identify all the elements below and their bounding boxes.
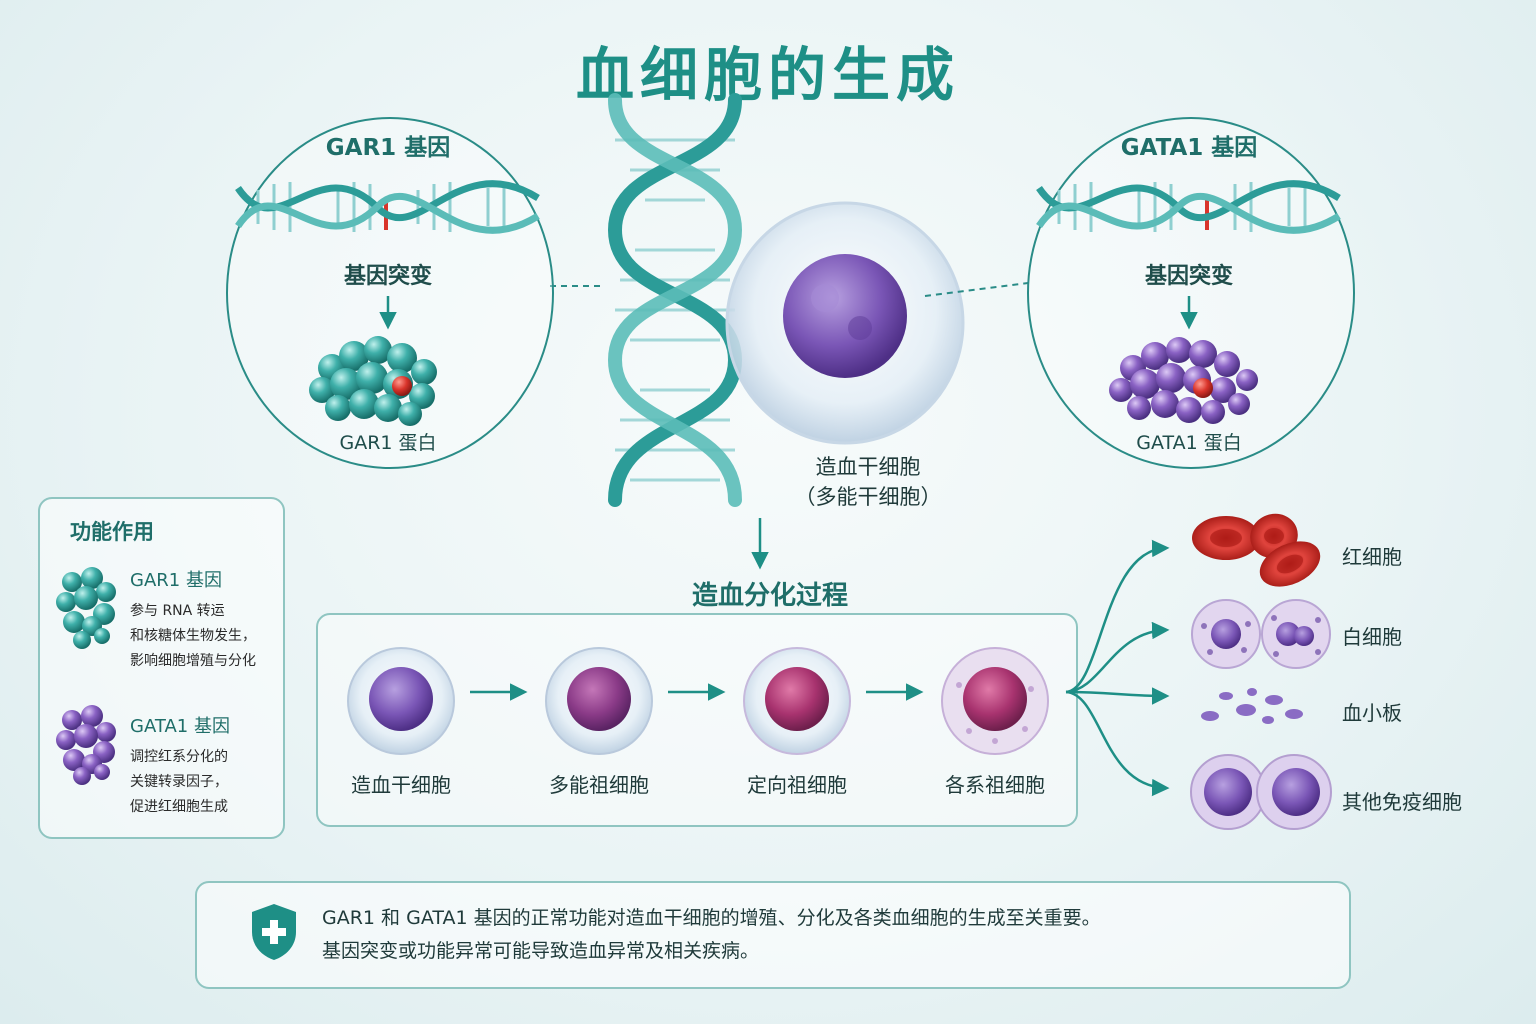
summary-note-text: GAR1 和 GATA1 基因的正常功能对造血干细胞的增殖、分化及各类血细胞的生…	[322, 902, 1332, 968]
gar1-protein-label: GAR1 蛋白	[339, 432, 437, 454]
shield-plus-icon	[252, 904, 296, 960]
stage-arrow-1	[470, 683, 528, 701]
legend-gar1-desc: 参与 RNA 转运 和核糖体生物发生， 影响细胞增殖与分化	[130, 599, 280, 674]
gene-connectors	[550, 282, 1029, 297]
stage-label-4: 各系祖细胞	[945, 773, 1045, 797]
wbc-label: 白细胞	[1342, 625, 1402, 649]
gar1-gene-title: GAR1 基因	[325, 135, 451, 161]
gata1-protein-icon	[1109, 337, 1258, 424]
legend-gata1-gene: GATA1 基因	[130, 716, 230, 737]
summary-note-line2: 基因突变或功能异常可能导致造血异常及相关疾病。	[322, 940, 760, 962]
stage-label-2: 多能祖细胞	[549, 773, 649, 797]
legend-gar1-gene: GAR1 基因	[130, 570, 222, 591]
legend-gata1-desc-line3: 促进红细胞生成	[130, 799, 228, 815]
legend-gata1-protein-icon	[56, 705, 116, 785]
gar1-protein-icon	[309, 336, 437, 426]
rbc-label: 红细胞	[1342, 545, 1402, 569]
stage-arrow-3	[866, 683, 924, 701]
legend-gar1-protein-icon	[56, 567, 116, 649]
page-title: 血细胞的生成	[575, 41, 960, 109]
gata1-dna-icon	[1036, 180, 1341, 234]
stage-label-3: 定向祖细胞	[747, 773, 847, 797]
legend-gata1-desc-line2: 关键转录因子，	[130, 774, 228, 790]
red-blood-cell-illustration	[1192, 513, 1321, 587]
stem-cell-label: 造血干细胞 （多能干细胞）	[748, 452, 988, 512]
platelet-illustration	[1201, 688, 1303, 724]
gar1-down-arrow	[379, 296, 397, 330]
legend-gar1-desc-line3: 影响细胞增殖与分化	[130, 653, 256, 669]
legend-gar1-desc-line2: 和核糖体生物发生，	[130, 628, 256, 644]
summary-note-line1: GAR1 和 GATA1 基因的正常功能对造血干细胞的增殖、分化及各类血细胞的生…	[322, 907, 1101, 929]
immune-cell-illustration	[1190, 754, 1332, 830]
legend-gata1-desc: 调控红系分化的 关键转录因子， 促进红细胞生成	[130, 745, 280, 820]
gata1-down-arrow	[1180, 296, 1198, 330]
stage-hsc-cell	[347, 647, 455, 755]
stage-lineage-cell	[941, 647, 1049, 755]
immune-cell-label: 其他免疫细胞	[1342, 790, 1462, 814]
white-blood-cell-illustration	[1191, 599, 1331, 669]
stem-cell-alias: （多能干细胞）	[794, 485, 942, 509]
legend-title: 功能作用	[70, 520, 154, 544]
process-down-arrow	[751, 518, 769, 570]
legend-gata1-desc-line1: 调控红系分化的	[130, 749, 228, 765]
summary-note-panel	[195, 881, 1351, 989]
gata1-gene-title: GATA1 基因	[1120, 135, 1258, 161]
legend-gar1-desc-line1: 参与 RNA 转运	[130, 603, 225, 619]
gata1-protein-label: GATA1 蛋白	[1136, 432, 1242, 454]
stage-committed-cell	[743, 647, 851, 755]
gata1-mutation-label: 基因突变	[1144, 264, 1233, 289]
stem-cell-illustration	[725, 201, 965, 445]
platelet-label: 血小板	[1342, 701, 1402, 725]
process-title: 造血分化过程	[691, 581, 848, 611]
lineage-branch-arrows	[1065, 539, 1170, 797]
gar1-mutation-label: 基因突变	[343, 264, 432, 289]
stage-label-1: 造血干细胞	[351, 773, 451, 797]
stem-cell-name: 造血干细胞	[815, 455, 921, 479]
central-dna-helix	[607, 93, 743, 507]
stage-mpp-cell	[545, 647, 653, 755]
function-legend-panel	[38, 497, 285, 839]
stage-arrow-2	[668, 683, 726, 701]
gar1-dna-icon	[235, 180, 540, 234]
